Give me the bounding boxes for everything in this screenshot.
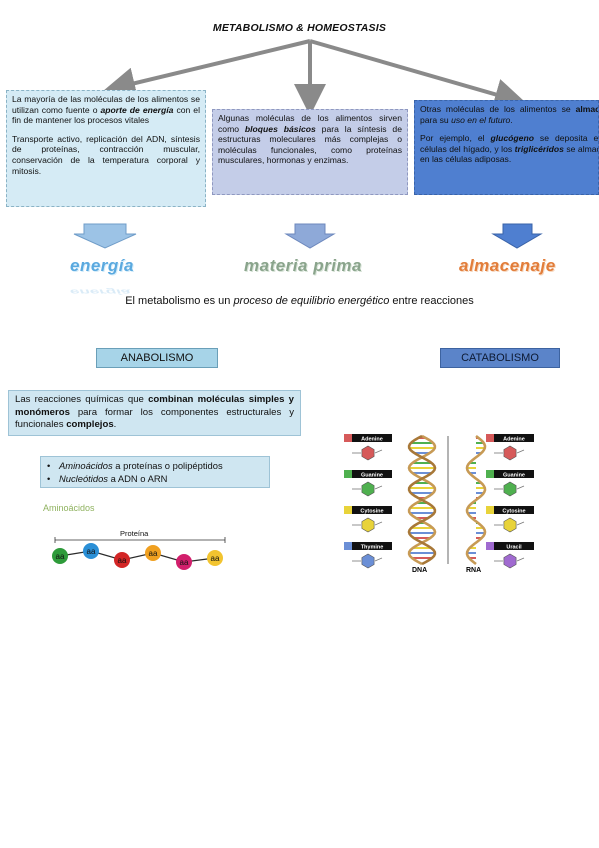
anabolism-examples-list: Aminoácidos a proteínas o polipéptidos N… [40, 456, 270, 488]
aminoacids-title: Aminoácidos [43, 503, 95, 513]
page-title: METABOLISMO & HOMEOSTASIS [212, 22, 387, 34]
base-name: Uracil [506, 544, 522, 550]
aminoacid-bead [83, 543, 99, 559]
aminoacid-label: aa [118, 556, 127, 565]
word-materia-prima: materia prima [244, 256, 362, 275]
base-name-bar [494, 470, 534, 478]
storage-textbox: Otras moléculas de los alimentos se alma… [414, 100, 599, 195]
protein-chain-diagram: aa aa aa aa aa aa [52, 537, 226, 570]
base-name: Adenine [503, 436, 525, 442]
down-arrow-almacenaje [491, 223, 543, 249]
word-energia: energía [70, 256, 134, 275]
aminoacid-label: aa [211, 554, 220, 563]
energy-text-2: Transporte activo, replicación del ADN, … [12, 133, 200, 176]
arrow-left [103, 39, 311, 99]
base-molecule-icon [503, 553, 517, 569]
base-name: Cytosine [502, 508, 525, 514]
base-name-bar [352, 470, 392, 478]
aminoacid-bead [145, 545, 161, 561]
base-name-bar [352, 506, 392, 514]
list-item: Nucleótidos a ADN o ARN [47, 473, 263, 486]
aminoacid-bead [52, 548, 68, 564]
down-arrow-materia [284, 223, 336, 249]
base-name-bar [494, 434, 534, 442]
base-name-bar [494, 542, 534, 550]
base-molecule-icon [503, 517, 517, 533]
dna-helix [407, 434, 437, 566]
arrow-right [309, 39, 527, 110]
energy-textbox: La mayoría de las moléculas de los alime… [6, 90, 206, 207]
base-name: Guanine [361, 472, 383, 478]
base-color-swatch [486, 434, 494, 442]
aminoacid-label: aa [87, 547, 96, 556]
base-name-bar [494, 506, 534, 514]
base-color-swatch [486, 542, 494, 550]
base-color-swatch [344, 470, 352, 478]
base-molecule-icon [361, 481, 375, 497]
storage-text-2: Por ejemplo, el glucógeno se deposita en… [420, 133, 599, 165]
anabolism-definition: Las reacciones químicas que combinan mol… [8, 390, 301, 436]
base-color-swatch [344, 542, 352, 550]
base-molecule-icon [361, 445, 375, 461]
rna-helix [465, 434, 487, 566]
raw-material-text: Algunas moléculas de los alimentos sirve… [218, 113, 402, 166]
aminoacid-label: aa [56, 552, 65, 561]
raw-material-textbox: Algunas moléculas de los alimentos sirve… [212, 109, 408, 195]
base-color-swatch [344, 434, 352, 442]
aminoacid-bead [207, 550, 223, 566]
base-name: Thymine [361, 544, 384, 550]
word-almacenaje: almacenaje [459, 256, 556, 275]
aminoacid-label: aa [180, 558, 189, 567]
storage-text-1: Otras moléculas de los alimentos se alma… [420, 104, 598, 125]
aminoacid-bead [176, 554, 192, 570]
base-name-bar [352, 434, 392, 442]
list-item: Aminoácidos a proteínas o polipéptidos [47, 460, 263, 473]
base-color-swatch [486, 470, 494, 478]
base-name: Guanine [503, 472, 525, 478]
base-molecule-icon [361, 553, 375, 569]
energy-text-1: La mayoría de las moléculas de los alime… [12, 94, 200, 126]
base-molecule-icon [503, 481, 517, 497]
base-color-swatch [344, 506, 352, 514]
base-color-swatch [486, 506, 494, 514]
base-molecule-icon [361, 517, 375, 533]
anabolismo-label: ANABOLISMO [96, 348, 218, 368]
base-molecule-icon [503, 445, 517, 461]
down-arrow-energia [73, 223, 137, 249]
dna-label: DNA [412, 567, 427, 574]
base-name-bar [352, 542, 392, 550]
base-name: Adenine [361, 436, 383, 442]
aminoacid-label: aa [149, 549, 158, 558]
catabolismo-label: CATABOLISMO [440, 348, 560, 368]
metabolism-sentence: El metabolismo es un proceso de equilibr… [125, 295, 474, 307]
aminoacid-bead [114, 552, 130, 568]
protein-label: Proteína [120, 529, 149, 538]
base-name: Cytosine [360, 508, 383, 514]
rna-label: RNA [466, 567, 481, 574]
